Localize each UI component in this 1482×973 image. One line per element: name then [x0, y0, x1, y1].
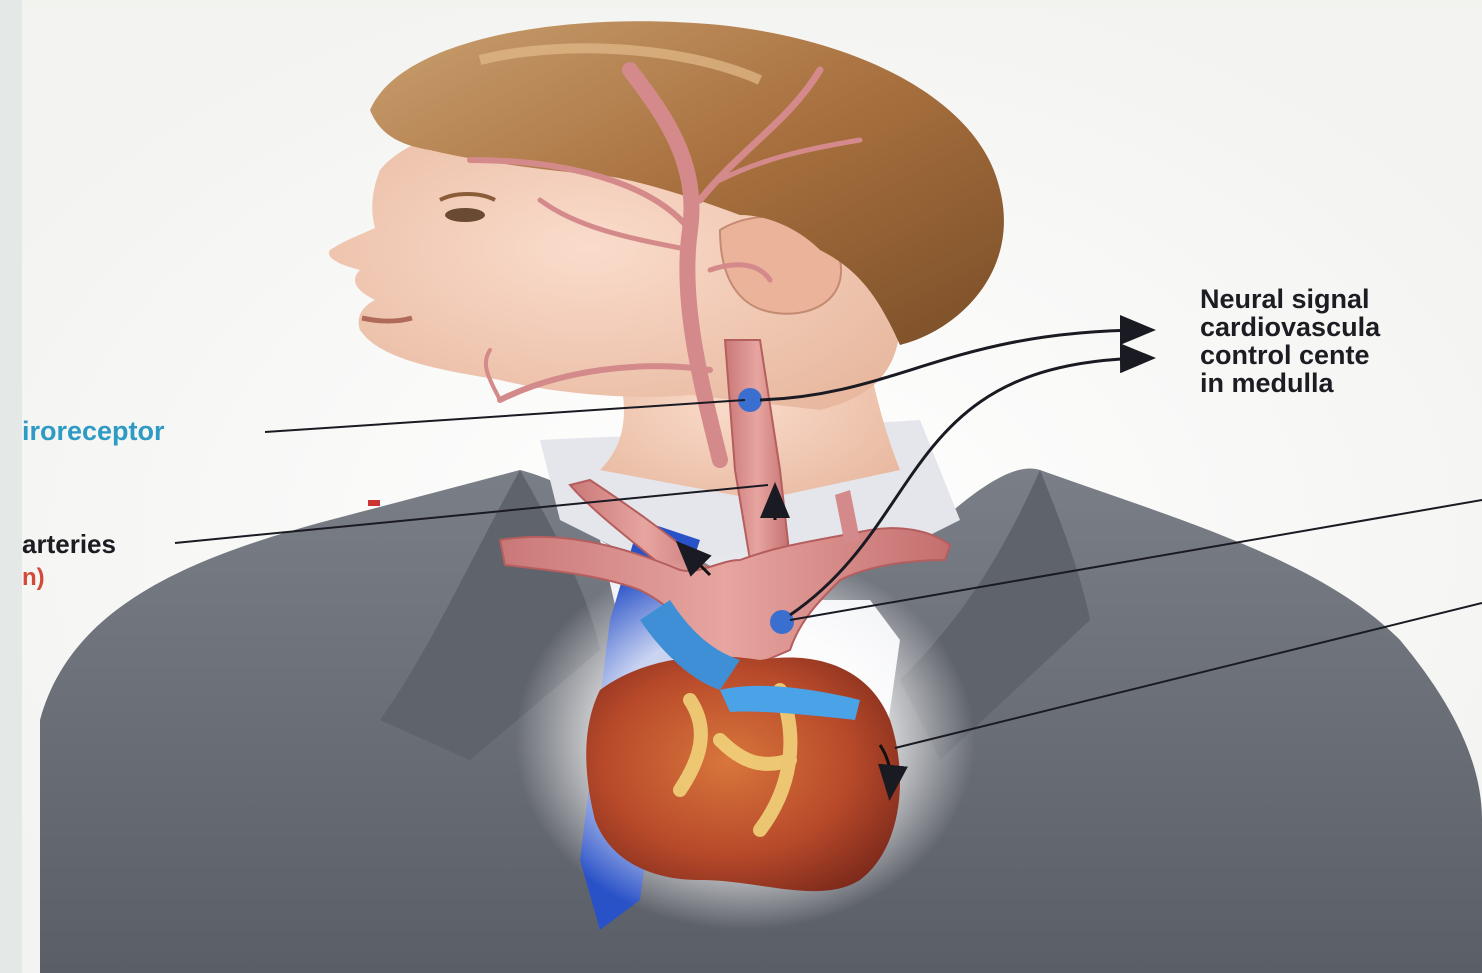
neural-signals-line-2: cardiovascula	[1200, 313, 1380, 341]
neural-signals-label: Neural signal cardiovascula control cent…	[1200, 285, 1380, 397]
arteries-label: arteries	[22, 531, 116, 557]
arteries-sublabel: n)	[22, 566, 45, 590]
red-fleck	[368, 500, 380, 506]
baroreceptor-label: iroreceptor	[22, 418, 165, 445]
neural-signals-line-1: Neural signal	[1200, 285, 1380, 313]
neural-signals-line-3: control cente	[1200, 341, 1380, 369]
eye	[445, 208, 485, 222]
neural-signals-line-4: in medulla	[1200, 369, 1380, 397]
